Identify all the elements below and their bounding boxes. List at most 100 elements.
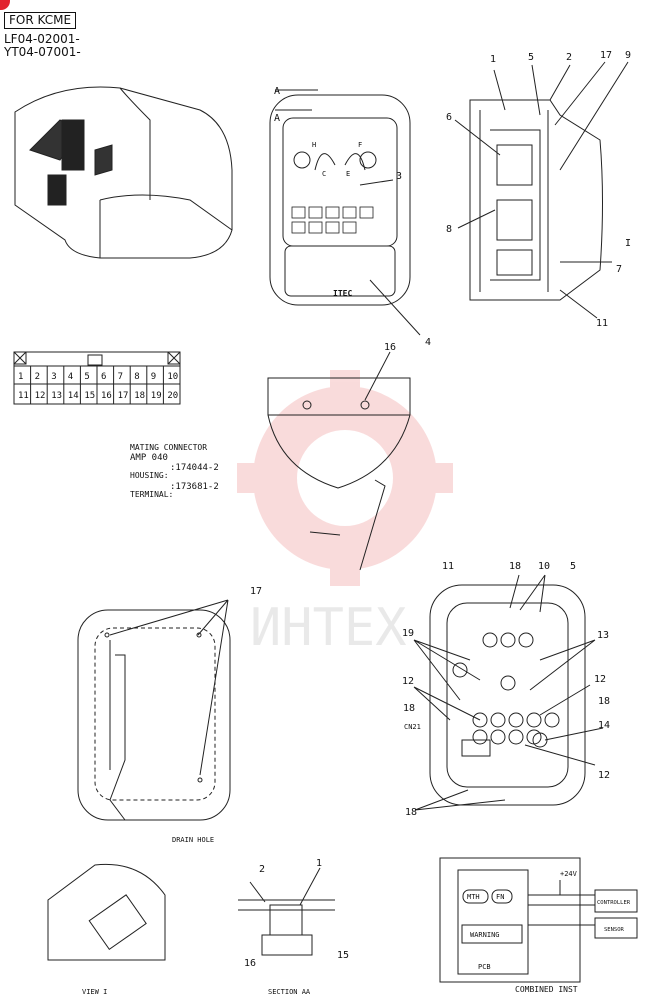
rear-view-board [429,584,586,806]
serial-range-1: LF04-02001- [4,32,80,46]
market-badge: FOR KCME [4,12,77,29]
callout-15: 15 [337,950,349,961]
rear-lamp-socket [490,729,506,745]
corner-red-mark [0,0,10,10]
callout-4: 4 [425,337,431,348]
connector-pin-number: 13 [51,391,62,401]
housing-label: HOUSING: [130,471,169,480]
connector-pin-number: 11 [18,391,29,401]
mth-button: MTH [467,893,480,901]
callout-10: 10 [538,561,550,572]
rear-lamp-socket [526,712,542,728]
rear-lamp-socket [544,712,560,728]
watermark-text: ИНТЕХ [250,598,407,658]
pcb-label: PCB [478,963,491,971]
connector-pin-number: 14 [68,391,79,401]
callout-16: 16 [384,342,396,353]
callout-12-right: 12 [594,674,606,685]
view-i-label: VIEW I [82,988,107,996]
rear-housing-outline [77,609,231,821]
combined-inst-label: COMBINED INST [515,985,578,994]
combined-inst-box [439,857,638,983]
section-aa-detail [238,867,335,956]
callout-11-side: 11 [596,318,608,329]
gauge-f: F [358,141,362,149]
connector-pin-number: 17 [118,391,129,401]
callout-8: 8 [446,224,452,235]
monitor-rear-cover [267,377,411,571]
callout-11-rear: 11 [442,561,454,572]
gauge-c: C [322,170,326,178]
callout-18-bottom: 18 [405,807,417,818]
brand-label: ITEC [333,289,352,298]
callout-6: 6 [446,112,452,123]
connector-pin-number: 7 [118,372,123,382]
connector-pin-number: 1 [18,372,23,382]
housing-part: :174044-2 [170,463,219,473]
rear-lamp-socket [452,662,468,678]
connector-pin-grid [13,351,181,405]
warning-label: WARNING [470,931,500,939]
connector-pin-number: 16 [101,391,112,401]
monitor-front-view [269,89,411,306]
cab-illustration [14,86,233,259]
rear-lamp-socket [508,712,524,728]
mating-connector-title: MATING CONNECTOR [130,443,207,452]
callout-leaders [109,61,629,811]
connector-pin-number: 8 [134,372,139,382]
callout-18-left: 18 [403,703,415,714]
connector-pin-number: 10 [167,372,178,382]
callout-1: 1 [490,54,496,65]
sensor-box: SENSOR [604,927,625,933]
callout-17: 17 [600,50,612,61]
callout-17-rear: 17 [250,586,262,597]
voltage-label: +24V [560,870,578,878]
terminal-label: TERMINAL: [130,490,173,499]
arrow-i: I [625,238,631,249]
rear-lamp-socket [490,712,506,728]
connector-pin-number: 4 [68,372,73,382]
section-aa-label: SECTION AA [268,988,311,996]
cn21-label: CN21 [404,723,421,731]
fn-button: FN [496,893,504,901]
rear-lamp-socket [500,632,516,648]
connector-pin-number: 19 [151,391,162,401]
rear-lamp-socket [472,729,488,745]
connector-pin-number: 5 [84,372,89,382]
controller-box: CONTROLLER [597,900,631,906]
callout-2-section: 2 [259,864,265,875]
connector-pin-number: 20 [167,391,178,401]
callout-16-section: 16 [244,958,256,969]
callout-5-rear: 5 [570,561,576,572]
rear-lamp-socket [518,632,534,648]
connector-pin-number: 9 [151,372,156,382]
view-arrow-a-top: A [274,86,280,97]
rear-lamp-socket [472,712,488,728]
monitor-side-section [469,99,603,301]
gauge-h: H [312,141,316,149]
callout-12-bottom: 12 [598,770,610,781]
connector-pin-number: 2 [35,372,40,382]
callout-12-left: 12 [402,676,414,687]
connector-pin-number: 3 [51,372,56,382]
serial-range-2: YT04-07001- [4,45,81,59]
callout-3: 3 [396,171,402,182]
connector-pin-number: 15 [84,391,95,401]
rear-lamp-socket [508,729,524,745]
connector-pin-number: 12 [35,391,46,401]
callout-14: 14 [598,720,610,731]
drain-hole-label: DRAIN HOLE [172,836,214,844]
callout-5: 5 [528,52,534,63]
gauge-e: E [346,170,350,178]
callout-13: 13 [597,630,609,641]
view-i-detail [47,863,166,961]
callout-19: 19 [402,628,414,639]
connector-pin-number: 18 [134,391,145,401]
callout-9: 9 [625,50,631,61]
callout-1-section: 1 [316,858,322,869]
connector-pin-number: 6 [101,372,106,382]
callout-7: 7 [616,264,622,275]
view-arrow-a-bottom: A [274,113,280,124]
rear-lamp-socket [500,675,516,691]
